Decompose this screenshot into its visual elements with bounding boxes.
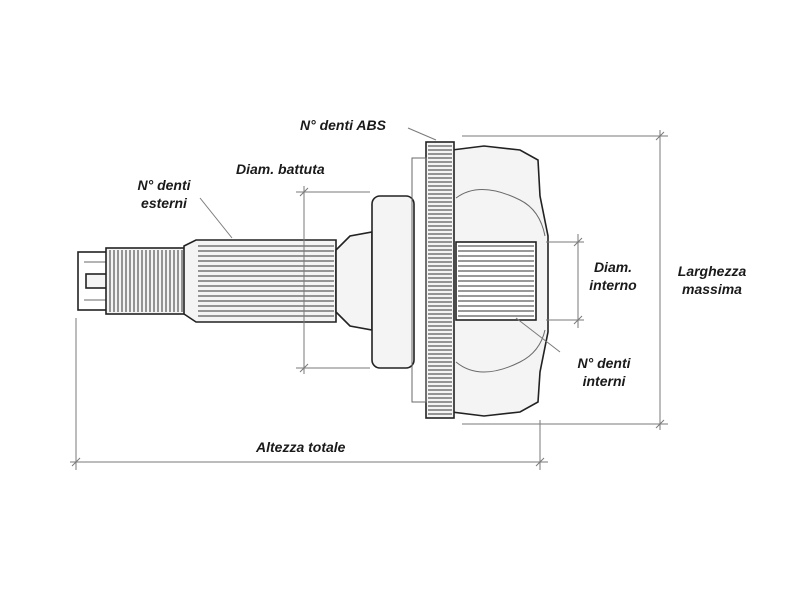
total-height-label: Altezza totale bbox=[256, 439, 346, 455]
internal-diameter-line-1: Diam. bbox=[593, 259, 633, 275]
internal-teeth-line-1: N° denti bbox=[577, 355, 631, 371]
internal-diameter-label: Diam. interno bbox=[578, 258, 648, 294]
shoulder bbox=[335, 195, 415, 369]
external-teeth-line-2: esterni bbox=[141, 195, 187, 211]
thread-lines bbox=[109, 250, 183, 312]
abs-ring bbox=[411, 141, 455, 419]
external-teeth-label: N° denti esterni bbox=[124, 176, 204, 212]
max-width-label: Larghezza massima bbox=[662, 262, 762, 298]
internal-teeth-line-2: interni bbox=[582, 373, 626, 389]
external-teeth-line-1: N° denti bbox=[137, 177, 191, 193]
dimension-lines bbox=[70, 127, 668, 470]
abs-teeth bbox=[428, 145, 452, 415]
abs-teeth-label: N° denti ABS bbox=[300, 117, 386, 133]
external-splines bbox=[198, 245, 334, 317]
max-width-line-1: Larghezza bbox=[677, 263, 747, 279]
seat-diameter-label: Diam. battuta bbox=[236, 161, 325, 177]
max-width-line-2: massima bbox=[682, 281, 742, 297]
internal-teeth-label: N° denti interni bbox=[564, 354, 644, 390]
internal-splines bbox=[458, 245, 534, 317]
internal-diameter-line-2: interno bbox=[589, 277, 637, 293]
